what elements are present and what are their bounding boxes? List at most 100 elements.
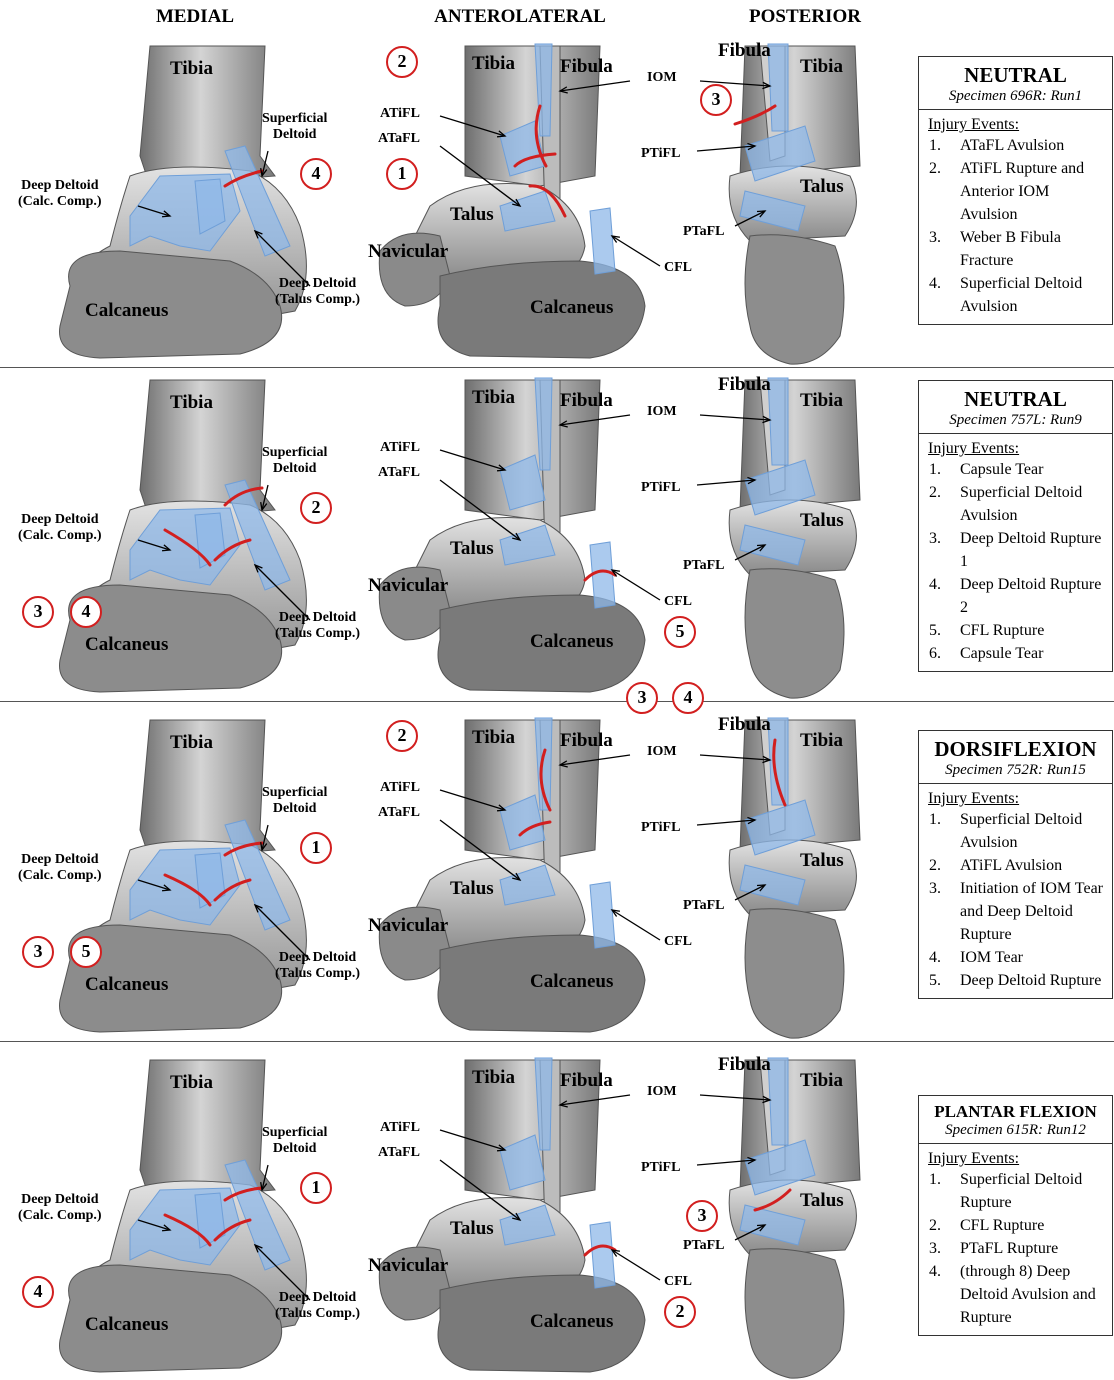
event-number: 1.	[929, 134, 960, 157]
label-medial-calcaneus: Calcaneus	[85, 634, 168, 656]
injury-event-item: 4.IOM Tear	[929, 946, 1106, 969]
label-medial-tibia: Tibia	[170, 58, 213, 80]
marker-antero-2: 2	[386, 46, 418, 78]
label-posterior-talus: Talus	[800, 176, 844, 198]
label-iom: IOM	[647, 404, 677, 420]
label-antero-talus: Talus	[450, 204, 494, 226]
cfl-ligament	[590, 882, 615, 948]
posterior-iom-ligament	[768, 44, 788, 131]
marker-cfl-2: 2	[664, 1296, 696, 1328]
label-cfl: CFL	[664, 594, 692, 610]
label-antero-tibia: Tibia	[472, 1067, 515, 1089]
label-posterior-fibula: Fibula	[718, 374, 771, 396]
label-antero-calcaneus: Calcaneus	[530, 971, 613, 993]
injury-events-heading: Injury Events:	[919, 1144, 1112, 1168]
label-superficial-deltoid: SuperficialDeltoid	[262, 1125, 327, 1157]
event-text: ATiFL Avulsion	[960, 854, 1062, 877]
event-number: 1.	[929, 1168, 960, 1214]
injury-event-item: 5.Deep Deltoid Rupture	[929, 969, 1106, 992]
label-cfl: CFL	[664, 1274, 692, 1290]
label-antero-tibia: Tibia	[472, 53, 515, 75]
event-text: CFL Rupture	[960, 1214, 1044, 1237]
injury-events-heading: Injury Events:	[919, 434, 1112, 458]
panel-4: TibiaCalcaneusSuperficialDeltoidDeep Del…	[0, 1050, 1114, 1380]
label-antero-calcaneus: Calcaneus	[530, 297, 613, 319]
marker-medial-2: 2	[300, 492, 332, 524]
label-superficial-deltoid: SuperficialDeltoid	[262, 445, 327, 477]
injury-events-heading: Injury Events:	[919, 784, 1112, 808]
posterior-calcaneus-shape	[745, 235, 844, 364]
event-number: 4.	[929, 272, 960, 318]
label-antero-talus: Talus	[450, 538, 494, 560]
label-antero-calcaneus: Calcaneus	[530, 631, 613, 653]
marker-posterior-ptafl-3: 3	[686, 1200, 718, 1232]
event-text: ATaFL Avulsion	[960, 134, 1064, 157]
cfl-arrow-head	[612, 910, 620, 917]
panel-1: TibiaCalcaneus SuperficialDeltoidDeep Del…	[0, 36, 1114, 366]
label-posterior-tibia: Tibia	[800, 730, 843, 752]
injury-event-item: 3.PTaFL Rupture	[929, 1237, 1106, 1260]
injury-event-item: 1.Capsule Tear	[929, 458, 1106, 481]
event-text: Deep Deltoid Rupture 1	[960, 527, 1106, 573]
event-text: Deep Deltoid Rupture	[960, 969, 1101, 992]
panel-separator	[0, 367, 1114, 368]
injury-event-item: 2.ATiFL Avulsion	[929, 854, 1106, 877]
event-number: 1.	[929, 808, 960, 854]
event-text: Initiation of IOM Tear and Deep Deltoid …	[960, 877, 1106, 946]
label-posterior-tibia: Tibia	[800, 1070, 843, 1092]
injury-event-item: 4.(through 8) Deep Deltoid Avulsion and …	[929, 1260, 1106, 1329]
label-antero-calcaneus: Calcaneus	[530, 1311, 613, 1333]
cfl-arrow	[612, 236, 660, 266]
label-antero-talus: Talus	[450, 1218, 494, 1240]
label-medial-tibia: Tibia	[170, 1072, 213, 1094]
label-deep-deltoid-talus: Deep Deltoid(Talus Comp.)	[275, 610, 360, 642]
event-text: CFL Rupture	[960, 619, 1044, 642]
label-superficial-deltoid: SuperficialDeltoid	[262, 785, 327, 817]
injury-event-item: 5.CFL Rupture	[929, 619, 1106, 642]
label-atafl: ATaFL	[378, 465, 420, 481]
injury-event-item: 4.Deep Deltoid Rupture 2	[929, 573, 1106, 619]
label-antero-navicular: Navicular	[368, 575, 448, 597]
label-atifl: ATiFL	[380, 440, 420, 456]
event-number: 4.	[929, 946, 960, 969]
header-posterior: POSTERIOR	[695, 6, 915, 28]
marker-medial-left-5: 5	[70, 936, 102, 968]
label-antero-fibula: Fibula	[560, 56, 613, 78]
injury-event-item: 4.Superficial Deltoid Avulsion	[929, 272, 1106, 318]
marker-medial-left-3: 3	[22, 936, 54, 968]
label-cfl: CFL	[664, 260, 692, 276]
event-number: 3.	[929, 226, 960, 272]
injury-event-item: 1.Superficial Deltoid Rupture	[929, 1168, 1106, 1214]
label-deep-deltoid-calc: Deep Deltoid(Calc. Comp.)	[18, 852, 102, 884]
label-atifl: ATiFL	[380, 1120, 420, 1136]
cfl-ligament	[590, 208, 615, 274]
posterior-calcaneus-shape	[745, 909, 844, 1038]
event-number: 4.	[929, 573, 960, 619]
label-medial-calcaneus: Calcaneus	[85, 974, 168, 996]
event-text: Superficial Deltoid Rupture	[960, 1168, 1106, 1214]
label-atafl: ATaFL	[378, 805, 420, 821]
label-ptifl: PTiFL	[641, 820, 680, 836]
panel-title: DORSIFLEXION	[919, 731, 1112, 762]
event-number: 2.	[929, 157, 960, 226]
label-atafl: ATaFL	[378, 1145, 420, 1161]
event-text: Weber B Fibula Fracture	[960, 226, 1106, 272]
label-deep-deltoid-talus: Deep Deltoid(Talus Comp.)	[275, 276, 360, 308]
injury-event-item: 3.Weber B Fibula Fracture	[929, 226, 1106, 272]
event-number: 5.	[929, 969, 960, 992]
event-text: Deep Deltoid Rupture 2	[960, 573, 1106, 619]
event-number: 3.	[929, 527, 960, 573]
injury-event-item: 1.ATaFL Avulsion	[929, 134, 1106, 157]
label-atifl: ATiFL	[380, 780, 420, 796]
injury-event-item: 3.Initiation of IOM Tear and Deep Deltoi…	[929, 877, 1106, 946]
marker-medial-1: 1	[300, 1172, 332, 1204]
injury-event-item: 2.CFL Rupture	[929, 1214, 1106, 1237]
label-antero-fibula: Fibula	[560, 390, 613, 412]
label-medial-tibia: Tibia	[170, 732, 213, 754]
label-cfl: CFL	[664, 934, 692, 950]
injury-event-item: 6.Capsule Tear	[929, 642, 1106, 665]
cfl-arrow	[612, 570, 660, 600]
injury-events-list: 1.Superficial Deltoid Avulsion2.ATiFL Av…	[919, 808, 1112, 998]
